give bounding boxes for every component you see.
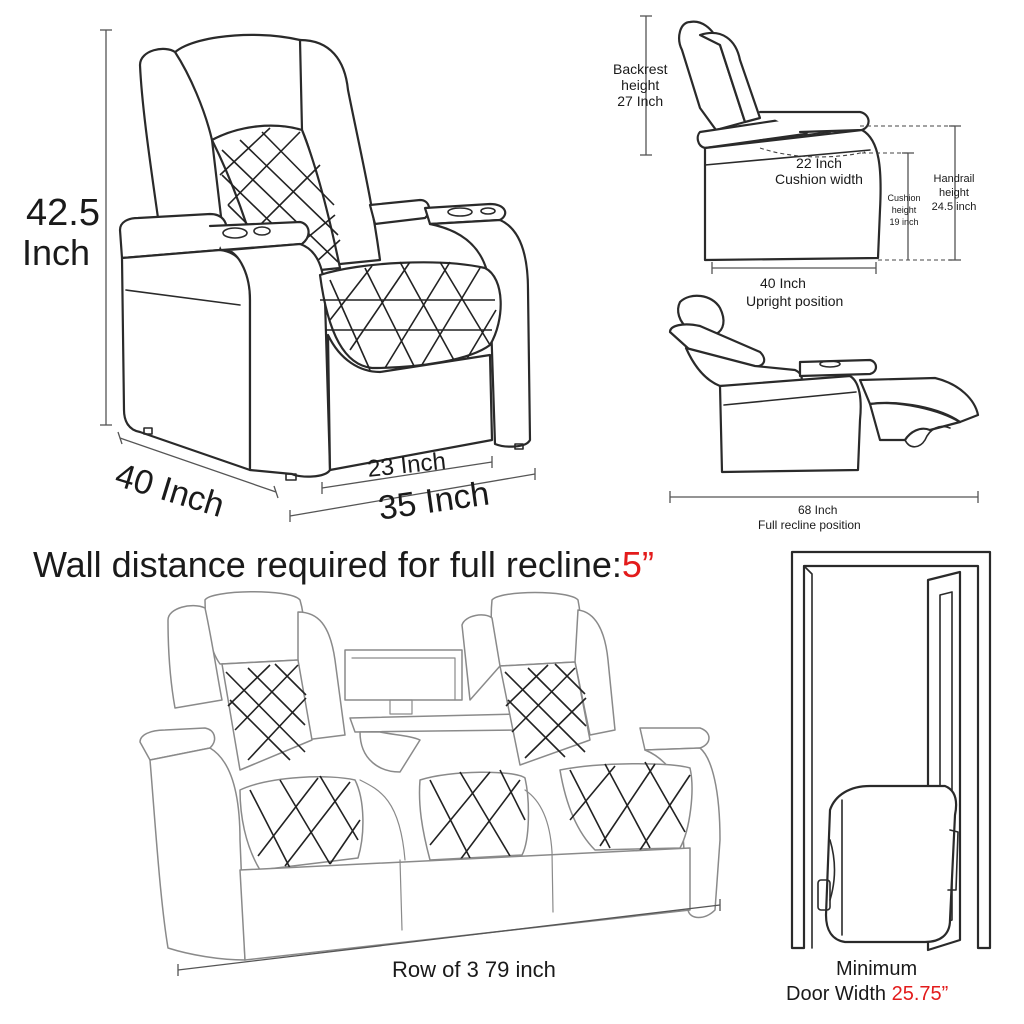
door-width-value: 25.75” — [891, 983, 949, 1005]
wall-distance-value: 5” — [621, 544, 654, 585]
recline-caption: Full recline position — [758, 518, 861, 532]
cushion-height-label: Cushion height 19 inch — [887, 193, 921, 227]
main-chair-drawing — [100, 29, 536, 522]
door-drawing — [790, 550, 992, 952]
upright-caption: Upright position — [746, 293, 844, 309]
row-caption: Row of 3 79 inch — [392, 957, 556, 982]
door-caption-line1: Minimum — [836, 958, 918, 980]
row-width-dimension-line — [177, 904, 721, 971]
wall-distance-note: Wall distance required for full recline:… — [33, 544, 654, 585]
upright-length-label: 40 Inch — [760, 275, 806, 291]
height-value-label: 42.5 — [26, 192, 100, 234]
depth-dimension-line — [119, 437, 277, 493]
row-of-three-drawing — [139, 591, 721, 976]
seat-width-dimension-line — [321, 461, 493, 489]
door-caption-line2: Door Width 25.75” — [786, 983, 949, 1005]
recline-view-drawing — [668, 294, 980, 503]
cushion-width-label: 22 Inch Cushion width — [775, 155, 863, 187]
overall-width-dimension-line — [289, 473, 536, 517]
backrest-height-label: Backrest height 27 Inch — [613, 61, 668, 109]
side-view-drawing — [640, 15, 961, 274]
recline-length-label: 68 Inch — [798, 503, 838, 517]
height-unit-label: Inch — [22, 232, 91, 273]
handrail-height-label: Handrail height 24.5 inch — [931, 173, 977, 213]
